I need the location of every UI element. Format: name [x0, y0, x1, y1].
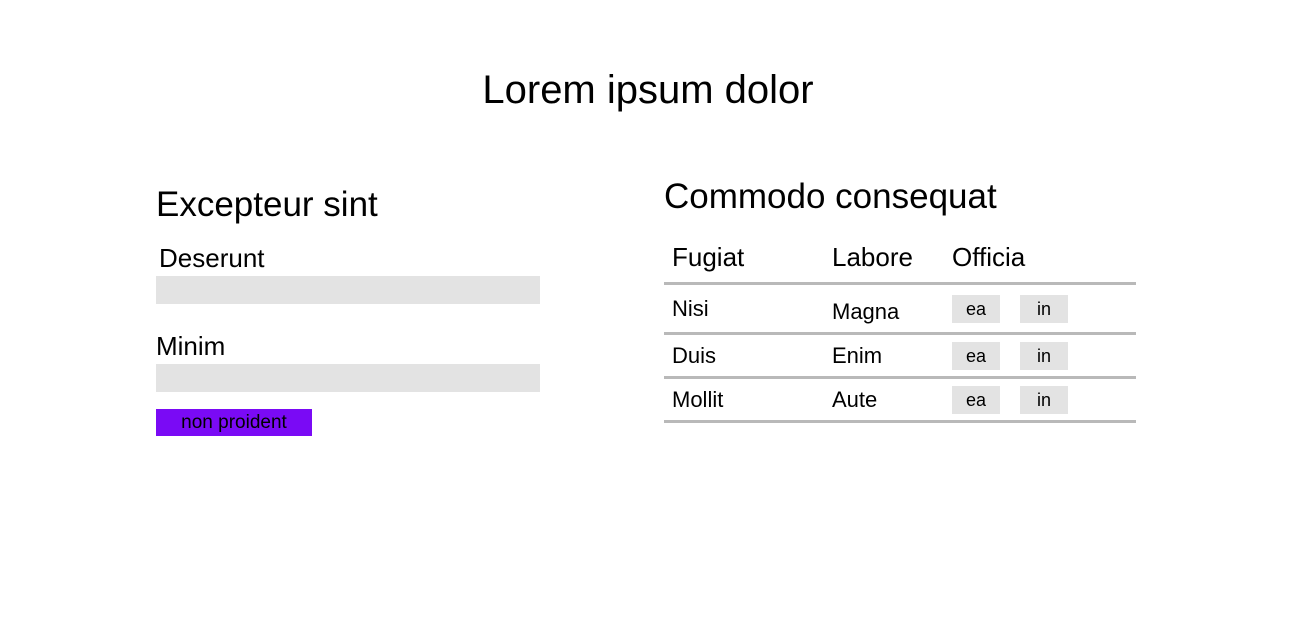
submit-button[interactable]: non proident	[156, 409, 312, 436]
row-in-button[interactable]: in	[1020, 385, 1068, 414]
row-in-button[interactable]: in	[1020, 341, 1068, 370]
table-cell: Mollit	[664, 377, 824, 423]
column-header-labore: Labore	[824, 240, 952, 285]
table-cell: Enim	[824, 333, 952, 379]
table-cell: Magna	[824, 283, 952, 335]
table-heading: Commodo consequat	[664, 177, 997, 216]
minim-label: Minim	[156, 331, 226, 361]
form-heading: Excepteur sint	[156, 185, 378, 224]
column-header-fugiat: Fugiat	[664, 240, 824, 285]
minim-input[interactable]	[156, 364, 540, 392]
deserunt-input[interactable]	[156, 276, 540, 304]
row-ea-button[interactable]: ea	[952, 385, 1000, 414]
table-cell: Duis	[664, 333, 824, 379]
table-header-row: Fugiat Labore Officia	[664, 240, 1136, 285]
table-cell: Aute	[824, 377, 952, 423]
row-in-button[interactable]: in	[1020, 294, 1068, 323]
table-section: Commodo consequat Fugiat Labore Officia …	[664, 176, 1136, 423]
form-section: Excepteur sint Deserunt Minim non proide…	[156, 180, 546, 436]
deserunt-label: Deserunt	[159, 243, 265, 273]
column-header-officia: Officia	[952, 240, 1136, 285]
page-title: Lorem ipsum dolor	[482, 68, 814, 112]
row-ea-button[interactable]: ea	[952, 341, 1000, 370]
row-ea-button[interactable]: ea	[952, 294, 1000, 323]
table-cell: Nisi	[664, 283, 824, 335]
